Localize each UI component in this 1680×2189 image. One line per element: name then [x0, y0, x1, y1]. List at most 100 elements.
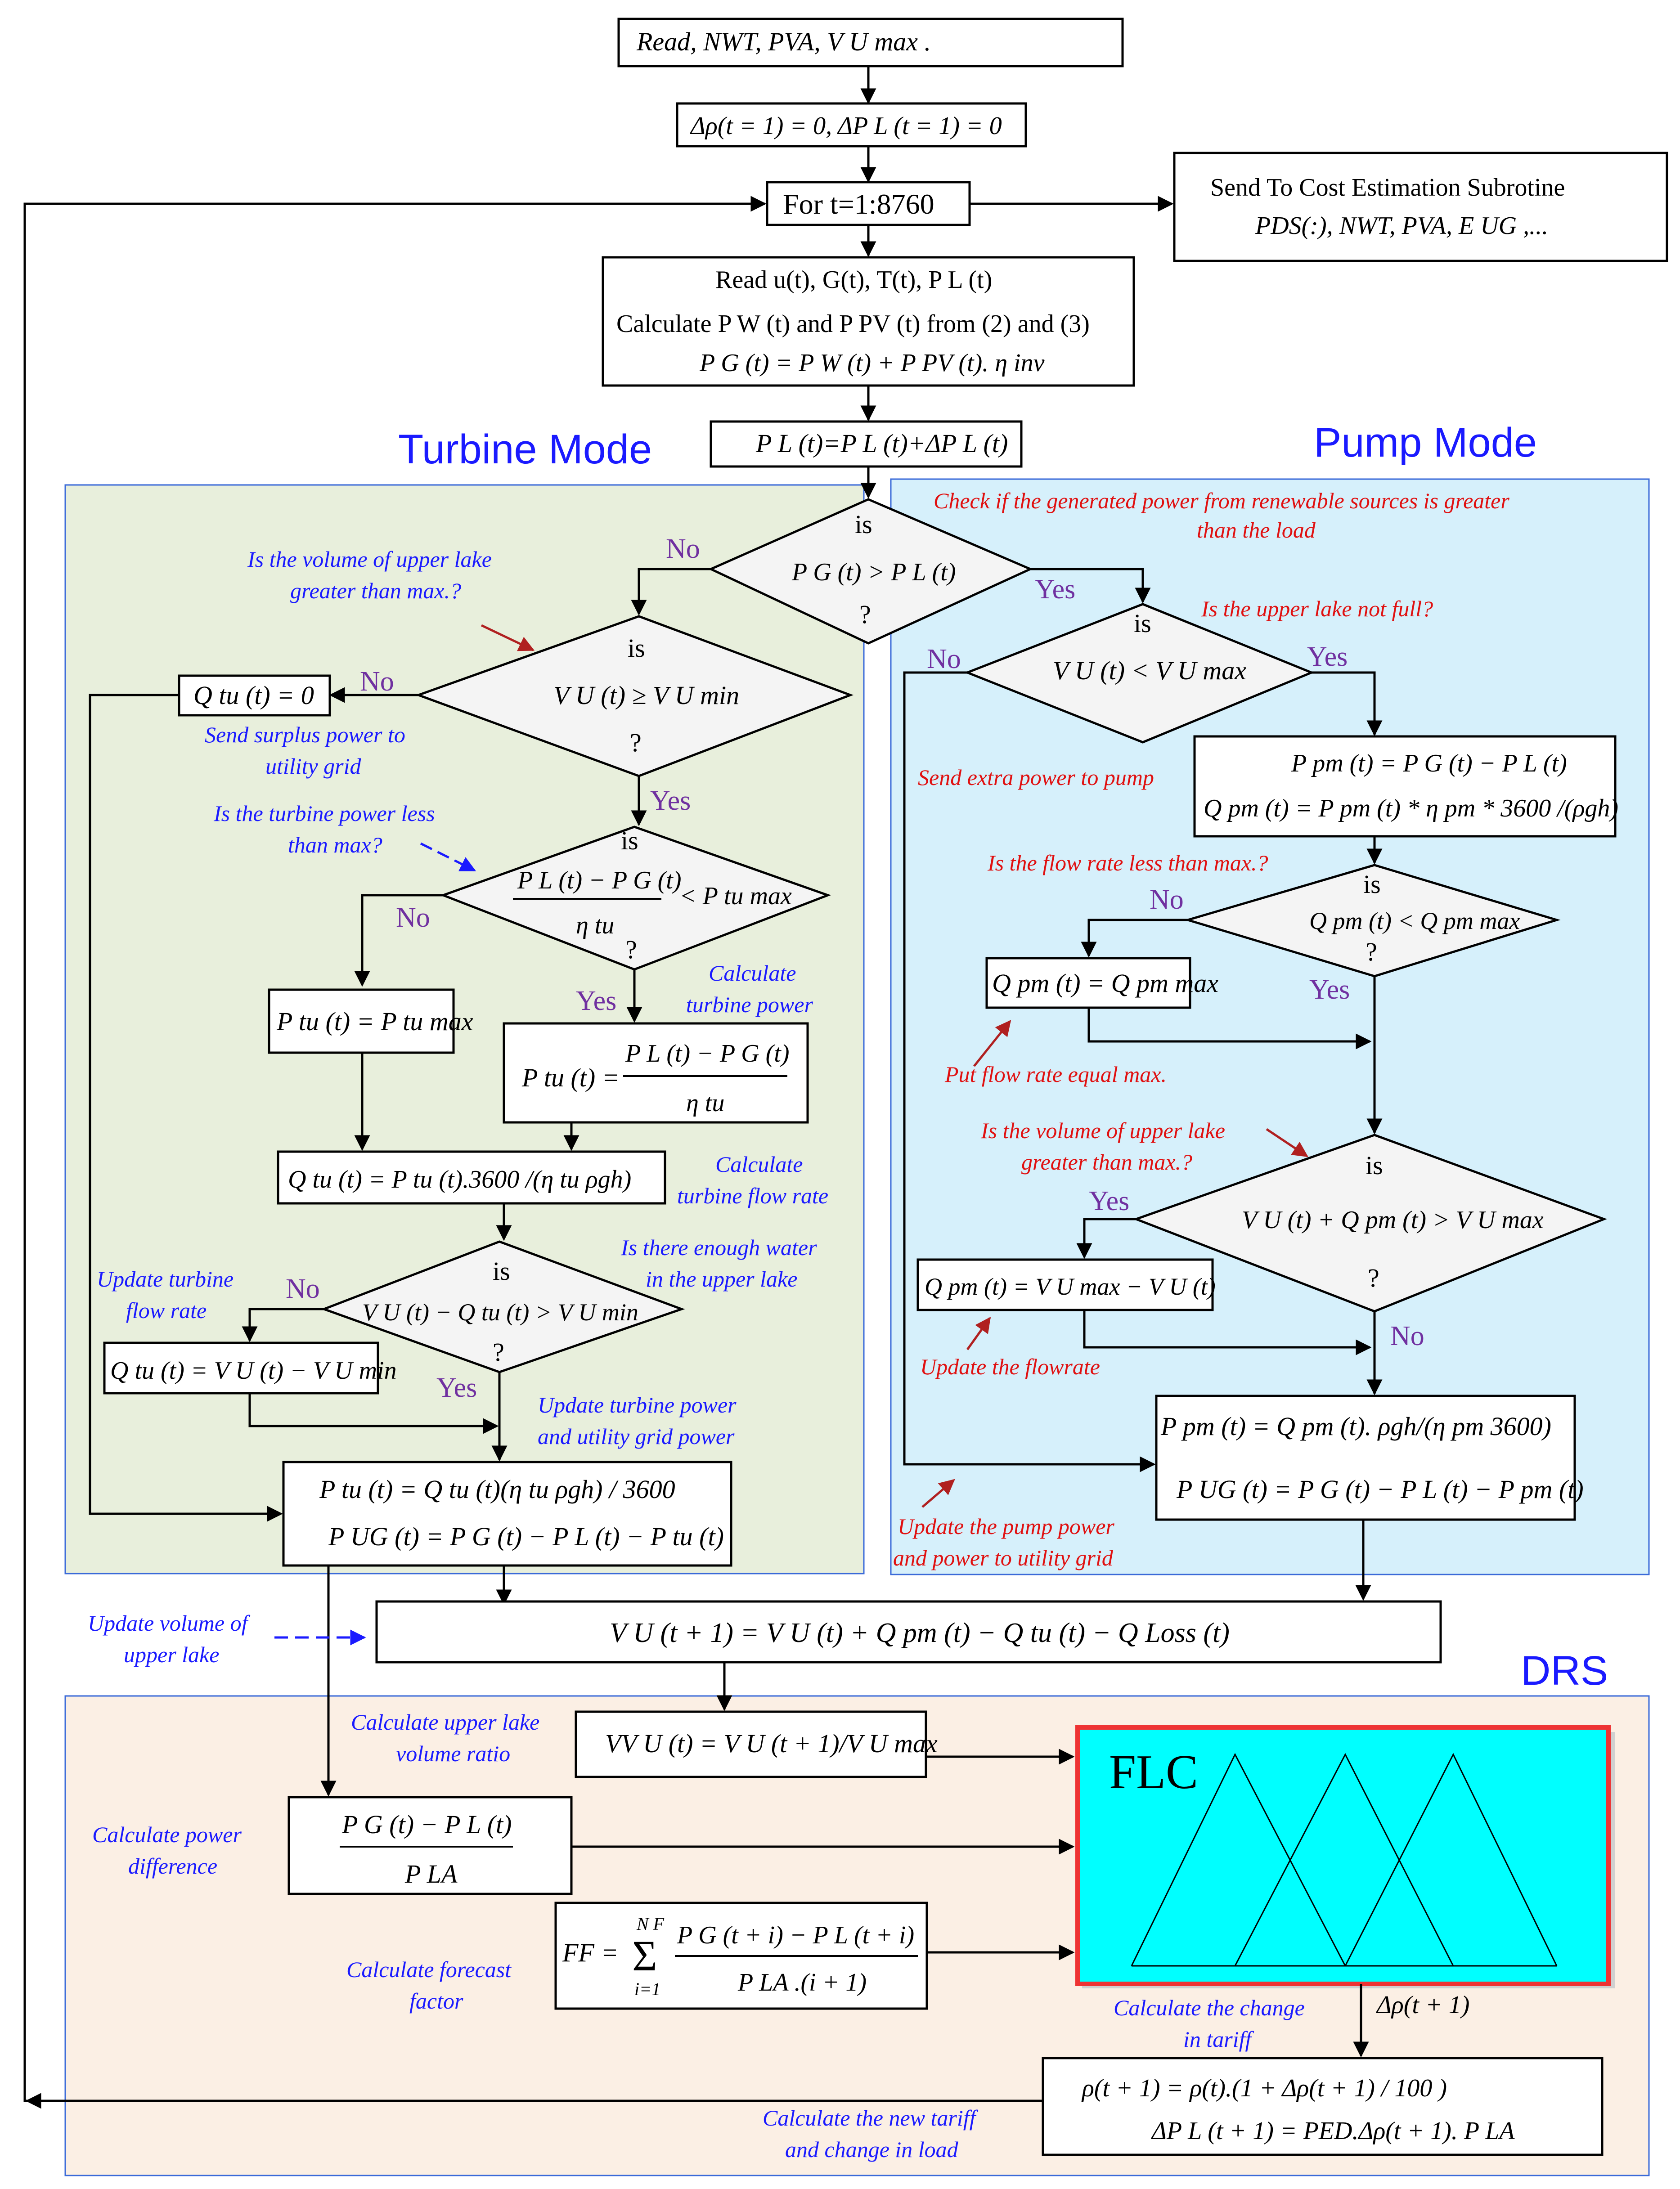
diff-num: P G (t) − P L (t) [341, 1810, 512, 1839]
turbine-ann-update-flow-2: flow rate [126, 1298, 207, 1323]
turbine-ann-water-2: in the upper lake [646, 1266, 797, 1292]
volume-box [375, 1600, 1442, 1664]
annotation-pointer [921, 1479, 955, 1508]
arrow-p1-yes [1312, 671, 1383, 736]
ppm-box [1193, 735, 1617, 838]
main-decision-q: ? [859, 600, 871, 629]
turbine-decision-3-q: ? [493, 1337, 504, 1367]
pump-decision-2-q: ? [1366, 937, 1377, 966]
cost-text-1: Send To Cost Estimation Subrotine [1210, 174, 1565, 202]
turbine-decision-2-num: P L (t) − P G (t) [517, 866, 681, 894]
ppm-line2: Q pm (t) = P pm (t) * η pm * 3600 /(ρgh) [1204, 794, 1618, 822]
drs-ann-ratio-1: Calculate upper lake [351, 1709, 539, 1735]
qpm-update-text: Q pm (t) = V U max − V U (t) [925, 1273, 1216, 1300]
turbine-ann-flow-2: turbine flow rate [677, 1183, 828, 1208]
annotation-pointer [1266, 1128, 1308, 1157]
drs-ann-ratio-2: volume ratio [396, 1741, 510, 1766]
main-decision-annotation-1: Check if the generated power from renewa… [934, 488, 1509, 513]
pump-decision-1-no: No [927, 644, 961, 674]
ptu-calc-num: P L (t) − P G (t) [625, 1040, 789, 1068]
main-decision-no: No [666, 534, 700, 564]
turbine-mode-title: Turbine Mode [398, 426, 652, 472]
ptu-max-text: P tu (t) = P tu max [276, 1007, 473, 1036]
drs-ann-change-1: Calculate the change [1114, 1995, 1305, 2020]
annotation-pointer [481, 624, 535, 651]
qpm-max-text: Q pm (t) = Q pm max [992, 969, 1218, 998]
pump-decision-3-cond: V U (t) + Q pm (t) > V U max [1242, 1206, 1544, 1234]
load-update-box [710, 420, 1023, 468]
ff-den: P LA .(i + 1) [737, 1969, 867, 1996]
turbine-ann-surplus-2: utility grid [265, 754, 362, 779]
turbine-decision-2-den: η tu [576, 911, 614, 939]
turbine-decision-1-yes: Yes [650, 785, 691, 816]
turbine-final-box [282, 1461, 732, 1567]
arrow-p3-yes [1076, 1218, 1136, 1259]
drs-ann-diff-1: Calculate power [92, 1822, 242, 1847]
turbine-ann-volume-1: Is the volume of upper lake [247, 547, 492, 572]
pump-decision-1-cond: V U (t) < V U max [1053, 656, 1246, 685]
pump-final-line1: P pm (t) = Q pm (t). ρgh/(η pm 3600) [1160, 1412, 1551, 1441]
pump-decision-3-is: is [1366, 1151, 1383, 1180]
turbine-decision-3-cond: V U (t) − Q tu (t) > V U min [362, 1299, 638, 1326]
turbine-decision-2-yes: Yes [576, 986, 616, 1016]
qpm-max-box [985, 957, 1191, 1009]
pump-decision-3-no: No [1390, 1321, 1424, 1351]
pump-ann-update-1: Update the pump power [898, 1514, 1114, 1539]
ff-lhs: FF = [562, 1938, 619, 1967]
qtu-zero-text: Q tu (t) = 0 [193, 681, 314, 710]
ptu-calc-lhs: P tu (t) = [521, 1063, 620, 1092]
turbine-ann-tpower-2: than max? [288, 832, 382, 857]
flc-box [1075, 1725, 1611, 1986]
turbine-decision-2-no: No [396, 902, 430, 933]
read-block-line3: P G (t) = P W (t) + P PV (t). η inv [699, 349, 1045, 377]
turbine-ann-water-1: Is there enough water [620, 1235, 817, 1260]
read-inputs-box [617, 18, 1124, 67]
turbine-decision-3-no: No [286, 1274, 320, 1304]
qtu-update-text: Q tu (t) = V U (t) − V U min [110, 1357, 397, 1385]
pump-decision-3-yes: Yes [1089, 1186, 1129, 1216]
init-box [676, 102, 1027, 148]
turbine-decision-2-q: ? [625, 935, 637, 964]
pump-final-line2: P UG (t) = P G (t) − P L (t) − P pm (t) [1176, 1475, 1584, 1504]
membership-triangle-3 [1344, 1753, 1558, 1966]
pump-ann-extra: Send extra power to pump [918, 765, 1154, 790]
drs-ann-change-2: in tariff [1183, 2027, 1254, 2052]
volume-ann-1: Update volume of [88, 1610, 251, 1636]
cost-text-2: PDS(:), NWT, PVA, E UG ,... [1255, 212, 1548, 240]
arrow-t3-no [242, 1308, 324, 1342]
turbine-ann-update-power-1: Update turbine power [538, 1392, 737, 1417]
turbine-decision-3-is: is [493, 1256, 510, 1286]
init-text: Δρ(t = 1) = 0, ΔP L (t = 1) = 0 [690, 112, 1002, 140]
drs-ann-ff-2: factor [409, 1988, 463, 2014]
flc-membership-functions [1131, 1753, 1558, 1967]
pump-decision-3-q: ? [1368, 1263, 1379, 1292]
pump-decision-1-diamond [964, 603, 1315, 744]
tariff-box [1042, 2057, 1604, 2156]
pump-ann-update-flow: Update the flowrate [920, 1354, 1100, 1379]
cost-box [1173, 152, 1668, 262]
turbine-ann-update-power-2: and utility grid power [538, 1424, 735, 1449]
pump-ann-notfull: Is the upper lake not full? [1201, 596, 1433, 621]
ppm-line1: P pm (t) = P G (t) − P L (t) [1291, 749, 1567, 777]
pump-ann-update-2: and power to utility grid [893, 1545, 1114, 1570]
turbine-decision-3-yes: Yes [436, 1373, 477, 1403]
turbine-ann-calc-tp-1: Calculate [709, 960, 796, 986]
turbine-decision-1-cond: V U (t) ≥ V U min [553, 681, 739, 710]
drs-ann-ff-1: Calculate forecast [346, 1957, 512, 1982]
ptu-calc-box [503, 1022, 809, 1124]
drs-title: DRS [1521, 1648, 1608, 1694]
turbine-decision-1-q: ? [630, 728, 642, 757]
turbine-ann-flow-1: Calculate [715, 1152, 803, 1177]
read-block-box [602, 256, 1135, 387]
loop-text: For t=1:8760 [783, 188, 934, 220]
turbine-decision-2-rhs: < P tu max [679, 882, 792, 910]
main-decision-diamond [708, 498, 1033, 645]
pump-ann-vol-2: greater than max.? [1021, 1149, 1192, 1175]
delta-rho-label: Δρ(t + 1) [1376, 1991, 1469, 2019]
turbine-ann-surplus-1: Send surplus power to [205, 722, 405, 747]
pump-decision-1-is: is [1134, 609, 1151, 638]
arrow-main-no [631, 568, 711, 616]
main-decision-yes: Yes [1035, 574, 1075, 605]
pump-decision-2-cond: Q pm (t) < Q pm max [1309, 907, 1520, 934]
ptu-calc-den: η tu [686, 1089, 724, 1117]
